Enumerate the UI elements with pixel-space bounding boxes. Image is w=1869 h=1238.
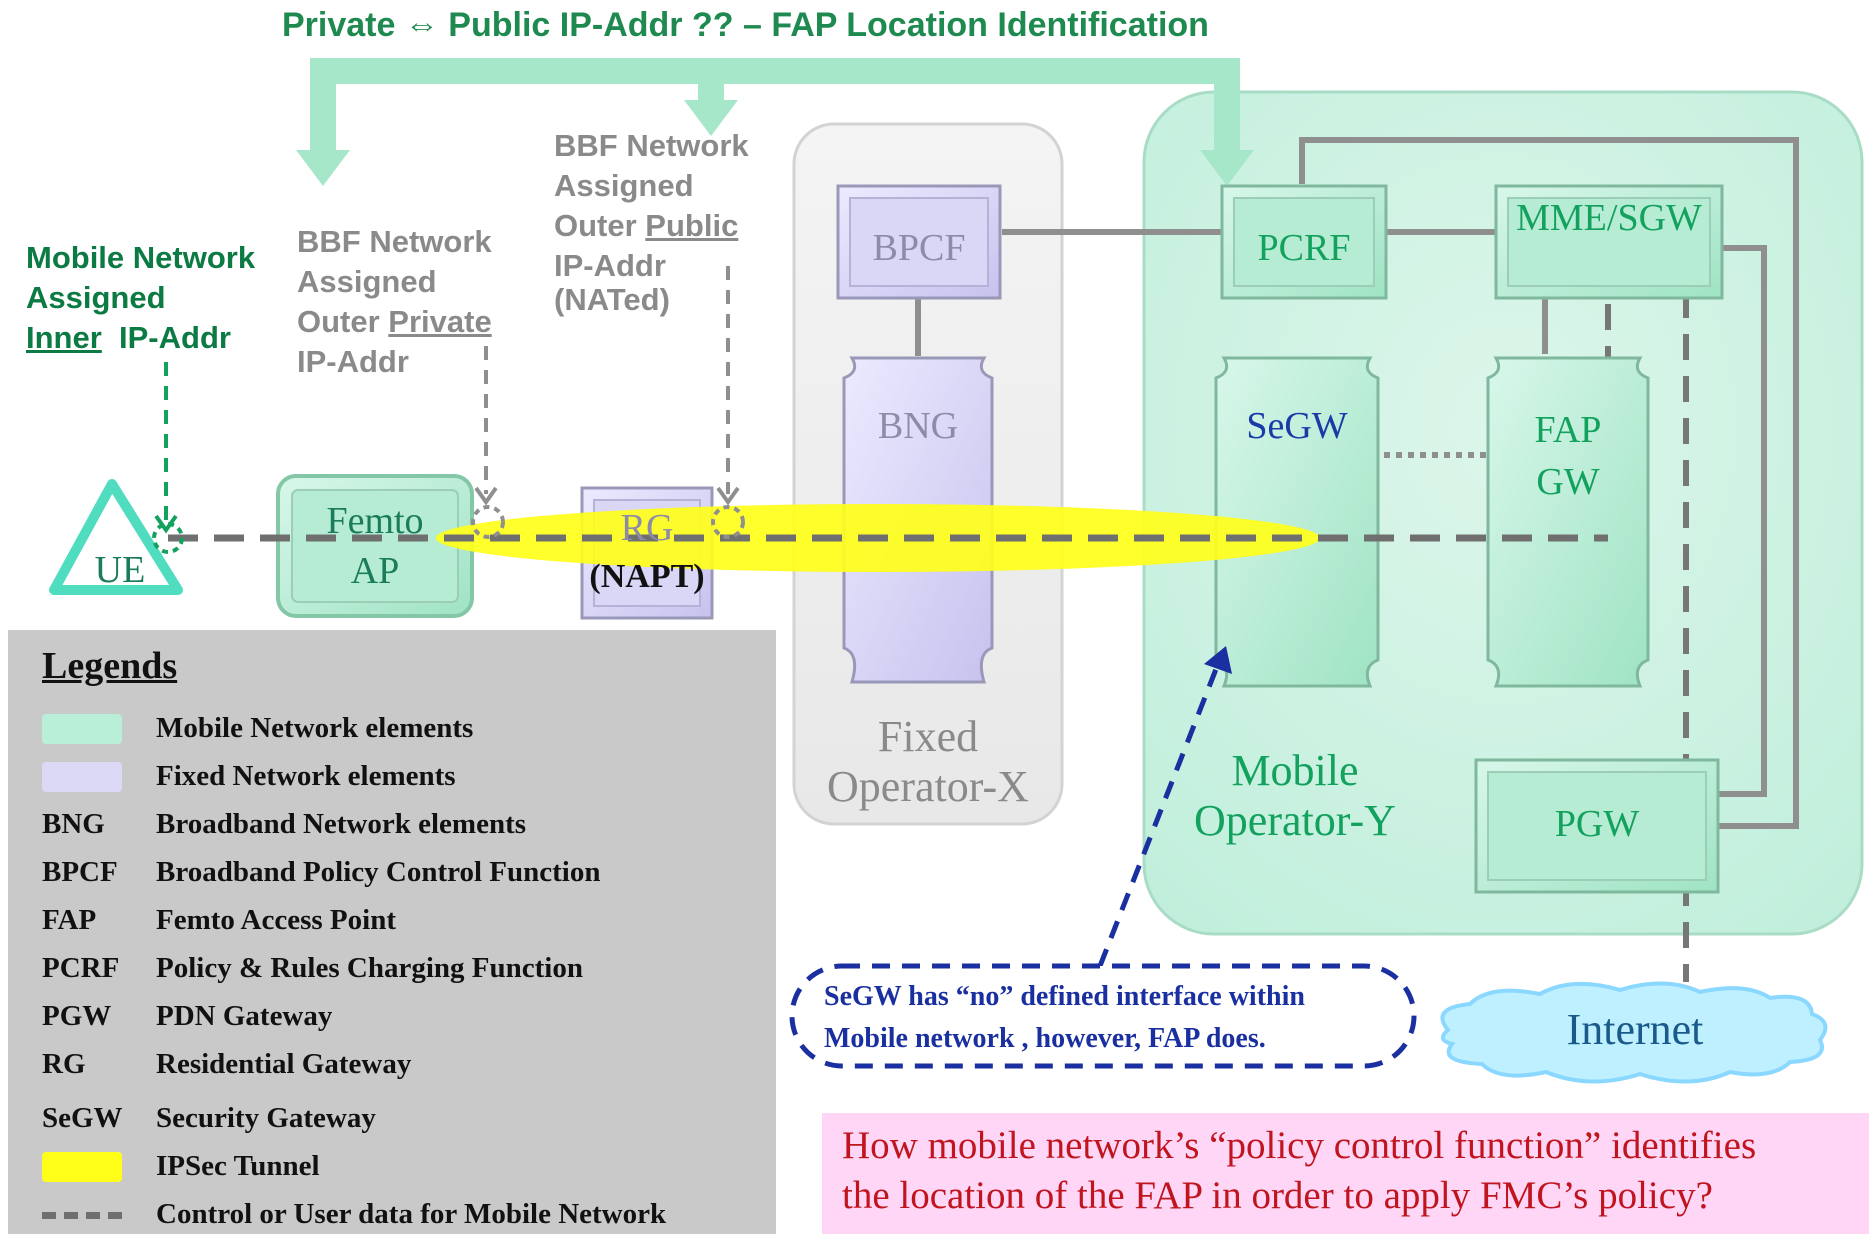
diagram-title: Private ⇔ Public IP-Addr ?? – FAP Locati… <box>282 6 1209 44</box>
femto-ap-node-shape <box>276 474 474 618</box>
legend-fixed-swatch <box>42 762 122 792</box>
question-text: How mobile network’s “policy control fun… <box>842 1121 1756 1221</box>
mobile-inner-ip-label: Mobile Network Assigned Inner IP-Addr <box>26 238 255 358</box>
legend-key: RG <box>42 1048 86 1080</box>
legend-mobile-swatch <box>42 714 122 744</box>
legend-ipsec-swatch <box>42 1152 122 1182</box>
legend-key: SeGW <box>42 1102 123 1134</box>
label-line: Femto <box>326 500 424 542</box>
femto-ap-label: Femto AP <box>290 496 460 596</box>
outer-public-ip-label: BBF Network Assigned Outer Public IP-Add… <box>554 126 749 320</box>
callout-line: Mobile network , however, FAP does. <box>824 1023 1266 1054</box>
pcrf-label: PCRF <box>1257 227 1351 269</box>
label-line: (NATed) <box>554 282 670 317</box>
bpcf-label: BPCF <box>872 227 966 269</box>
legend-description: Policy & Rules Charging Function <box>156 952 583 984</box>
label-line: Mobile Network <box>26 240 256 275</box>
ue-node-shape <box>49 479 183 595</box>
legend-key: FAP <box>42 904 97 936</box>
segw-label: SeGW <box>1246 405 1348 447</box>
segw-callout-text: SeGW has “no” defined interface within M… <box>824 976 1424 1060</box>
label-line: Operator-X <box>827 762 1029 811</box>
legend-description: Control or User data for Mobile Network <box>156 1198 667 1230</box>
label-line: Fixed <box>877 712 979 761</box>
outer-public-marker <box>711 505 745 539</box>
label-line: Assigned <box>26 280 166 315</box>
legend-description: Mobile Network elements <box>156 712 474 744</box>
location-identification-arrow <box>296 58 1254 186</box>
pcrf-node-shape <box>1220 184 1388 300</box>
legend-key: PGW <box>42 1000 112 1032</box>
label-underlined: Private <box>388 304 492 339</box>
label-line: IP-Addr <box>554 248 666 283</box>
ue-label: UE <box>94 549 146 591</box>
mme-sgw-node-shape <box>1494 184 1724 300</box>
label-line: BBF Network <box>297 224 492 259</box>
label-line: Outer Private <box>297 302 492 342</box>
label-line: GW <box>1536 461 1600 503</box>
fixed-operator-label: Fixed Operator-X <box>794 712 1062 812</box>
question-box: How mobile network’s “policy control fun… <box>822 1113 1869 1234</box>
legend-key: BPCF <box>42 856 118 888</box>
label-underlined: Public <box>645 208 739 243</box>
bng-label: BNG <box>877 405 959 447</box>
inner-ip-marker <box>152 522 184 554</box>
internet-cloud-shape <box>1440 981 1828 1084</box>
label-text: IP-Addr <box>101 320 231 355</box>
label-line: Inner IP-Addr <box>26 318 255 358</box>
legend-title: Legends <box>42 645 178 687</box>
internet-label: Internet <box>1566 1005 1704 1054</box>
legend-description: IPSec Tunnel <box>156 1150 320 1182</box>
callout-bubble <box>789 963 1417 1069</box>
label-line: Mobile <box>1231 746 1359 795</box>
label-line: FAP <box>1534 409 1602 451</box>
napt-label: (NAPT) <box>589 558 705 595</box>
fap-gw-label: FAP GW <box>1488 404 1648 508</box>
legend-description: PDN Gateway <box>156 1000 333 1032</box>
legend-description: Broadband Policy Control Function <box>156 856 601 888</box>
solid-links <box>915 137 1799 829</box>
legend-key: PCRF <box>42 952 120 984</box>
outer-private-marker <box>471 505 505 539</box>
label-text: Outer <box>554 208 646 243</box>
mobile-operator-label: Mobile Operator-Y <box>1180 746 1410 846</box>
segw-node-shape <box>1214 356 1380 688</box>
legend-description: Fixed Network elements <box>156 760 456 792</box>
label-line: Outer Public <box>554 206 749 246</box>
legend-description: Residential Gateway <box>156 1048 412 1080</box>
question-line: the location of the FAP in order to appl… <box>842 1174 1713 1217</box>
rg-label: RG <box>620 507 674 549</box>
label-line: Assigned <box>297 264 437 299</box>
fap-gw-node-shape <box>1486 356 1650 688</box>
question-line: How mobile network’s “policy control fun… <box>842 1124 1757 1167</box>
label-text: Outer <box>297 304 389 339</box>
legend-description: Broadband Network elements <box>156 808 527 840</box>
mme-sgw-label: MME/SGW <box>1516 197 1702 239</box>
callout-arrow <box>1097 663 1221 967</box>
label-line: BBF Network <box>554 128 749 163</box>
legend-description: Femto Access Point <box>156 904 396 936</box>
pgw-label: PGW <box>1554 803 1640 845</box>
callout-line: SeGW has “no” defined interface within <box>824 981 1305 1012</box>
legend-dashed-line-swatch <box>42 1212 122 1219</box>
outer-private-ip-label: BBF Network Assigned Outer Private IP-Ad… <box>297 222 492 382</box>
label-underlined: Inner <box>26 320 102 355</box>
label-line: Assigned <box>554 168 694 203</box>
bpcf-node-shape <box>836 184 1002 300</box>
legend-key: BNG <box>42 808 105 840</box>
label-line: IP-Addr <box>297 344 409 379</box>
pgw-node-shape <box>1474 758 1720 894</box>
label-line: Operator-Y <box>1194 796 1396 845</box>
label-line: AP <box>350 550 400 592</box>
legend-description: Security Gateway <box>156 1102 376 1134</box>
